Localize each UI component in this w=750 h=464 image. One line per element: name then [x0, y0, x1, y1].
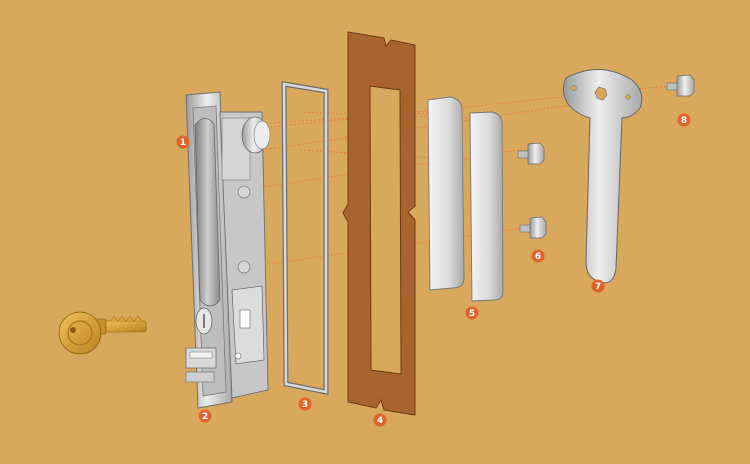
- callout-1: 1: [176, 135, 190, 149]
- callout-6: 6: [531, 249, 545, 263]
- brass-key-icon: [58, 311, 147, 355]
- callout-number-3: 3: [302, 400, 308, 410]
- callout-7: 7: [591, 279, 605, 293]
- callout-number-8: 8: [681, 116, 687, 126]
- callout-badge-3: [298, 397, 312, 411]
- callout-number-2: 2: [202, 412, 208, 422]
- backplate: [427, 96, 504, 302]
- rubber-gasket: [281, 81, 329, 396]
- callout-4: 4: [373, 413, 387, 427]
- callout-badge-2: [198, 409, 212, 423]
- callout-number-4: 4: [377, 416, 383, 426]
- screw-upper: [517, 142, 545, 165]
- callout-8: 8: [677, 113, 691, 127]
- panel-cutout: [342, 31, 416, 416]
- callout-badge-5: [465, 306, 479, 320]
- callout-badge-7: [591, 279, 605, 293]
- callout-number-7: 7: [595, 282, 601, 292]
- callout-badge-6: [531, 249, 545, 263]
- callout-3: 3: [298, 397, 312, 411]
- callout-2: 2: [198, 409, 212, 423]
- callout-badge-8: [677, 113, 691, 127]
- swing-handle-housing: [185, 91, 271, 409]
- callout-5: 5: [465, 306, 479, 320]
- mounting-screw: [517, 142, 547, 239]
- callout-badge-4: [373, 413, 387, 427]
- cam-screw: [666, 74, 695, 97]
- callout-number-5: 5: [469, 309, 475, 319]
- callout-badge-1: [176, 135, 190, 149]
- cam-latch: [562, 69, 643, 284]
- callouts: 1 2 3 4 5 6 7 8: [176, 113, 691, 427]
- screw-lower: [519, 216, 547, 239]
- callout-number-6: 6: [535, 252, 541, 262]
- callout-number-1: 1: [180, 138, 186, 148]
